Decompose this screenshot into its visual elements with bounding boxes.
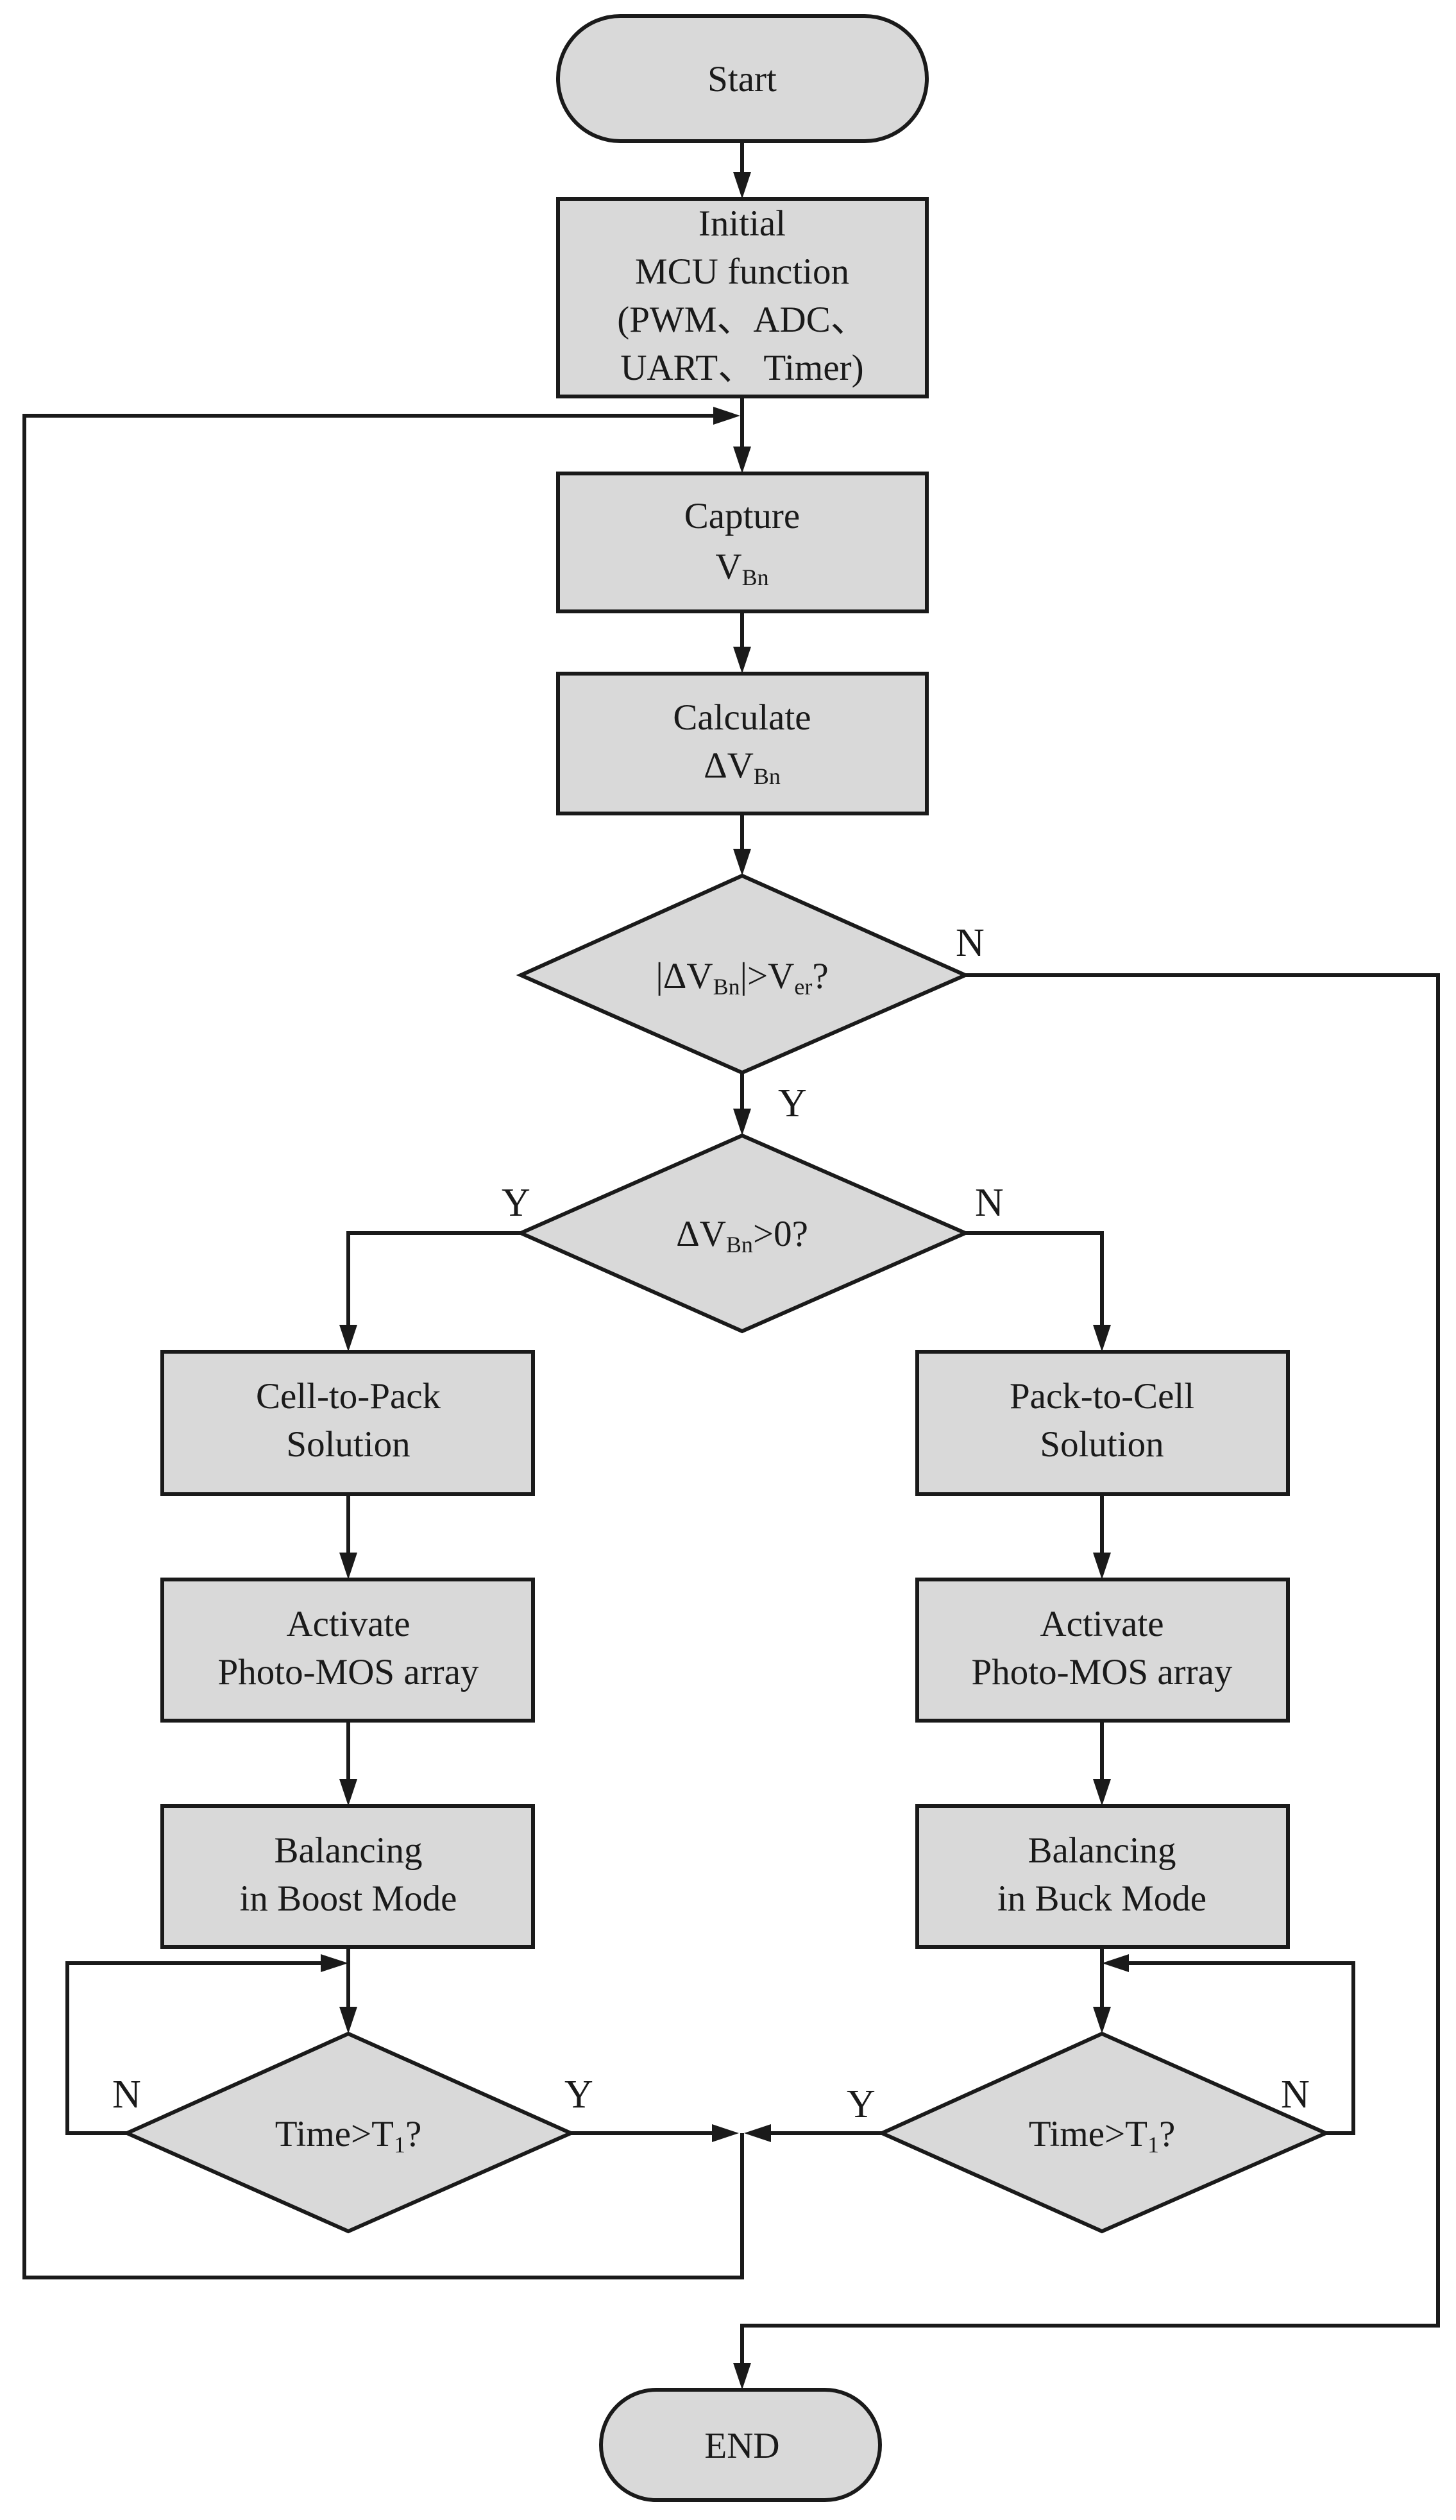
sign-decision-label: ΔVBn>0? bbox=[676, 1214, 808, 1257]
boost-line-1: Balancing bbox=[274, 1830, 422, 1871]
cell-to-pack-box bbox=[160, 1350, 535, 1496]
end-label: END bbox=[704, 2426, 779, 2466]
time-left-p1: Time>T bbox=[275, 2114, 394, 2154]
balance-buck-box bbox=[915, 1804, 1290, 1949]
arrowhead bbox=[733, 647, 751, 674]
ptc-line-1: Pack-to-Cell bbox=[1010, 1376, 1194, 1417]
time-left-p2: ? bbox=[405, 2114, 421, 2154]
ctp-line-1: Cell-to-Pack bbox=[256, 1376, 441, 1417]
arrowhead bbox=[733, 849, 751, 876]
time-right-label: Time>T1? bbox=[1029, 2114, 1176, 2158]
arrowhead bbox=[1093, 1325, 1111, 1352]
arrowhead bbox=[339, 2007, 357, 2034]
capture-box bbox=[556, 472, 929, 613]
init-line-1: Initial bbox=[698, 203, 786, 244]
arrowhead bbox=[321, 1954, 348, 1972]
capture-v-sub: Bn bbox=[742, 565, 769, 590]
error-p2-sub: er bbox=[794, 974, 812, 1000]
arrowhead bbox=[713, 407, 740, 425]
time-right-decision bbox=[877, 2031, 1331, 2234]
time-left-decision bbox=[122, 2031, 576, 2234]
return-loop bbox=[22, 414, 744, 2279]
time-right-sub: 1 bbox=[1147, 2132, 1159, 2158]
connector-error-no bbox=[740, 973, 1440, 2364]
label-time-right-no: N bbox=[1281, 2073, 1310, 2116]
connector-sign-no bbox=[965, 1231, 1104, 1326]
calculate-box bbox=[556, 672, 929, 815]
capture-line-2: VBn bbox=[715, 547, 768, 590]
time-right-p1: Time>T bbox=[1029, 2114, 1147, 2154]
arrowhead bbox=[712, 2124, 739, 2142]
arrowhead bbox=[733, 172, 751, 199]
buck-line-1: Balancing bbox=[1028, 1830, 1176, 1871]
sign-p2: >0? bbox=[753, 1214, 808, 1254]
init-line-3: (PWM、ADC、 bbox=[617, 300, 867, 340]
label-time-left-no: N bbox=[112, 2073, 141, 2116]
arrowhead bbox=[1102, 1954, 1129, 1972]
arrowhead bbox=[1093, 1779, 1111, 1806]
activate-left-line-1: Activate bbox=[286, 1604, 410, 1644]
sign-decision bbox=[516, 1133, 970, 1334]
error-p3: ? bbox=[812, 956, 828, 996]
balance-boost-box bbox=[160, 1804, 535, 1949]
label-sign-no: N bbox=[975, 1181, 1004, 1225]
calculate-dv: ΔV bbox=[704, 745, 754, 786]
sign-p1-sub: Bn bbox=[726, 1232, 753, 1257]
time-left-sub: 1 bbox=[394, 2132, 405, 2158]
buck-line-2: in Buck Mode bbox=[997, 1878, 1206, 1919]
init-line-4: UART、 Timer) bbox=[620, 348, 863, 388]
capture-line-1: Capture bbox=[684, 496, 800, 536]
activate-left-line-2: Photo-MOS array bbox=[218, 1652, 479, 1692]
activate-left-box bbox=[160, 1578, 535, 1723]
arrowhead bbox=[744, 2124, 771, 2142]
arrowhead bbox=[1093, 1553, 1111, 1579]
error-decision-label: |ΔVBn|>Ver? bbox=[656, 956, 828, 1000]
loop-right-no bbox=[1129, 1961, 1355, 2135]
arrowhead bbox=[339, 1779, 357, 1806]
error-p1: |ΔV bbox=[656, 956, 713, 996]
ctp-line-2: Solution bbox=[286, 1424, 410, 1465]
end-terminal bbox=[599, 2388, 882, 2502]
calculate-dv-sub: Bn bbox=[754, 763, 781, 789]
time-left-label: Time>T1? bbox=[275, 2114, 422, 2158]
error-p2: |>V bbox=[740, 956, 795, 996]
arrowhead bbox=[339, 1553, 357, 1579]
activate-right-line-2: Photo-MOS array bbox=[972, 1652, 1233, 1692]
time-right-p2: ? bbox=[1159, 2114, 1175, 2154]
init-line-2: MCU function bbox=[635, 251, 849, 292]
arrowhead bbox=[733, 447, 751, 473]
label-error-yes: Y bbox=[778, 1082, 807, 1125]
error-p1-sub: Bn bbox=[713, 974, 740, 1000]
arrowhead bbox=[1093, 2007, 1111, 2034]
label-time-right-yes: Y bbox=[847, 2082, 876, 2126]
calculate-line-2: ΔVBn bbox=[704, 745, 781, 789]
label-sign-yes: Y bbox=[502, 1181, 530, 1225]
activate-right-line-1: Activate bbox=[1040, 1604, 1164, 1644]
start-label: Start bbox=[707, 59, 777, 99]
init-mcu-box bbox=[556, 197, 929, 398]
connector-sign-yes bbox=[346, 1231, 521, 1326]
arrowhead bbox=[733, 1109, 751, 1136]
label-error-no: N bbox=[956, 921, 985, 965]
pack-to-cell-box bbox=[915, 1350, 1290, 1496]
sign-p1: ΔV bbox=[676, 1214, 726, 1254]
arrowhead bbox=[339, 1325, 357, 1352]
activate-right-box bbox=[915, 1578, 1290, 1723]
boost-line-2: in Boost Mode bbox=[240, 1878, 457, 1919]
arrowhead bbox=[733, 2363, 751, 2390]
label-time-left-yes: Y bbox=[564, 2073, 593, 2116]
capture-v: V bbox=[715, 547, 741, 587]
loop-left-no bbox=[65, 1961, 321, 2135]
ptc-line-2: Solution bbox=[1040, 1424, 1164, 1465]
calculate-line-1: Calculate bbox=[673, 697, 811, 738]
